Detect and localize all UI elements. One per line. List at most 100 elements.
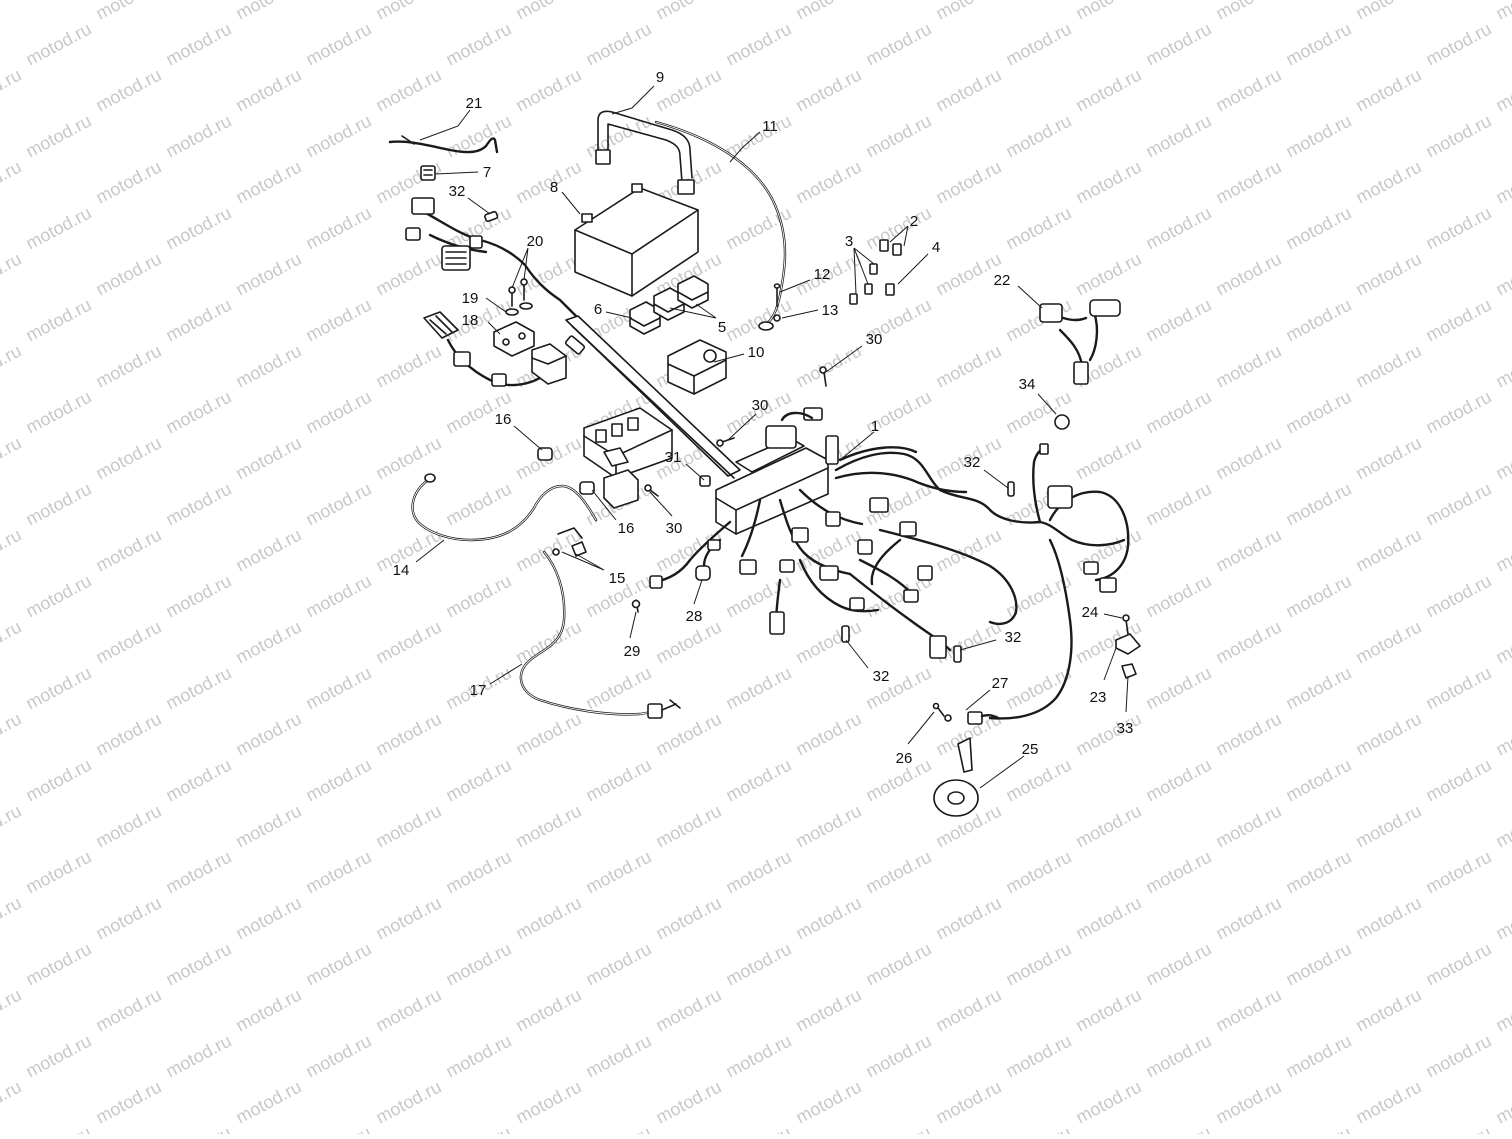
watermark-text: motod.ru — [1142, 295, 1214, 346]
part-grommet — [1054, 414, 1070, 430]
watermark-text: motod.ru — [1352, 1077, 1424, 1128]
watermark-text: motod.ru — [1072, 801, 1144, 852]
callout-10: 10 — [748, 344, 765, 361]
watermark-text: motod.ru — [1282, 1123, 1354, 1134]
watermark-text: motod.ru — [302, 387, 374, 438]
callout-labels: 21 7 32 9 11 8 20 19 18 2 3 4 12 13 6 5 … — [393, 69, 1134, 767]
callout-8: 8 — [550, 179, 558, 196]
watermark-text: motod.ru — [162, 1123, 234, 1134]
watermark-text: motod.ru — [162, 19, 234, 70]
watermark-text: motod.ru — [1352, 341, 1424, 392]
callout-17: 17 — [470, 682, 487, 699]
watermark-text: motod.ru — [302, 847, 374, 898]
part-clip-upper — [537, 447, 553, 461]
watermark-text: motod.ru — [1212, 893, 1284, 944]
watermark-text: motod.ru — [1282, 203, 1354, 254]
watermark-text: motod.ru — [582, 939, 654, 990]
watermark-text: motod.ru — [1422, 663, 1494, 714]
watermark-text: motod.ru — [932, 893, 1004, 944]
callout-16-lower: 16 — [618, 520, 635, 537]
part-screw-a — [819, 366, 827, 387]
watermark-text: motod.ru — [862, 19, 934, 70]
watermark-text: motod.ru — [1142, 19, 1214, 70]
watermark-text: motod.ru — [652, 893, 724, 944]
watermark-text: motod.ru — [1422, 1031, 1494, 1082]
watermark-text: motod.ru — [1352, 0, 1424, 24]
watermark-text: motod.ru — [1212, 0, 1284, 24]
watermark-text: motod.ru — [92, 801, 164, 852]
watermark-text: motod.ru — [1212, 1077, 1284, 1128]
watermark-text: motod.ru — [1352, 709, 1424, 760]
watermark-text: motod.ru — [1422, 203, 1494, 254]
watermark-text: motod.ru — [582, 755, 654, 806]
watermark-text: motod.ru — [1212, 65, 1284, 116]
watermark-text: motod.ru — [1072, 0, 1144, 24]
callout-22: 22 — [994, 272, 1011, 289]
watermark-text: motod.ru — [22, 939, 94, 990]
watermark-text: motod.ru — [0, 617, 25, 668]
watermark-text: motod.ru — [232, 617, 304, 668]
part-cable-tie-top — [484, 210, 499, 223]
watermark-text: motod.ru — [582, 847, 654, 898]
watermark-text: motod.ru — [722, 847, 794, 898]
part-left-harness-branch — [405, 197, 580, 320]
watermark-text: motod.ru — [1142, 203, 1214, 254]
watermark-text: motod.ru — [1212, 801, 1284, 852]
part-clip-28 — [695, 565, 711, 581]
watermark-text: motod.ru — [1002, 663, 1074, 714]
watermark-text: motod.ru — [1492, 1077, 1512, 1128]
watermark-text: motod.ru — [1422, 571, 1494, 622]
watermark-text: motod.ru — [582, 19, 654, 70]
watermark-text: motod.ru — [932, 0, 1004, 24]
watermark-text: motod.ru — [512, 0, 584, 24]
watermark-text: motod.ru — [792, 1077, 864, 1128]
watermark-text: motod.ru — [372, 709, 444, 760]
watermark-text: motod.ru — [652, 0, 724, 24]
callout-9: 9 — [656, 69, 664, 86]
watermark-text: motod.ru — [372, 249, 444, 300]
watermark-text: motod.ru — [512, 801, 584, 852]
watermark-text: motod.ru — [1422, 111, 1494, 162]
callout-19: 19 — [462, 290, 479, 307]
part-screw-b — [716, 437, 735, 447]
watermark-text: motod.ru — [792, 0, 864, 24]
watermark-text: motod.ru — [512, 1077, 584, 1128]
watermark-text: motod.ru — [92, 433, 164, 484]
watermark-text: motod.ru — [162, 111, 234, 162]
watermark-text: motod.ru — [372, 0, 444, 24]
watermark-text: motod.ru — [232, 709, 304, 760]
watermark-text: motod.ru — [1212, 617, 1284, 668]
callout-4: 4 — [932, 239, 940, 256]
watermark-text: motod.ru — [1212, 249, 1284, 300]
watermark-text: motod.ru — [162, 387, 234, 438]
part-regulator — [493, 321, 535, 357]
watermark-text: motod.ru — [722, 663, 794, 714]
watermark-text: motod.ru — [0, 433, 25, 484]
watermark-text: motod.ru — [372, 985, 444, 1036]
watermark-text: motod.ru — [652, 1077, 724, 1128]
watermark-text: motod.ru — [1142, 847, 1214, 898]
watermark-text: motod.ru — [1072, 985, 1144, 1036]
watermark-text: motod.ru — [22, 111, 94, 162]
watermark-text: motod.ru — [442, 755, 514, 806]
watermark-text: motod.ru — [92, 1077, 164, 1128]
watermark-text: motod.ru — [862, 111, 934, 162]
watermark-text: motod.ru — [1212, 433, 1284, 484]
watermark-text: motod.ru — [1492, 709, 1512, 760]
watermark-text: motod.ru — [1212, 709, 1284, 760]
watermark-text: motod.ru — [92, 65, 164, 116]
callout-33: 33 — [1117, 720, 1134, 737]
watermark-text: motod.ru — [442, 111, 514, 162]
part-starter-relay — [667, 339, 727, 395]
callout-13: 13 — [822, 302, 839, 319]
watermark-text: motod.ru — [792, 157, 864, 208]
watermark-text: motod.ru — [1002, 1031, 1074, 1082]
watermark-text: motod.ru — [1492, 985, 1512, 1036]
callout-29: 29 — [624, 643, 641, 660]
watermark-text: motod.ru — [652, 801, 724, 852]
watermark-text: motod.ru — [0, 1077, 25, 1128]
part-bolts-washers — [505, 278, 533, 316]
watermark-text: motod.ru — [1142, 939, 1214, 990]
part-cable-tie-right — [1007, 481, 1015, 497]
